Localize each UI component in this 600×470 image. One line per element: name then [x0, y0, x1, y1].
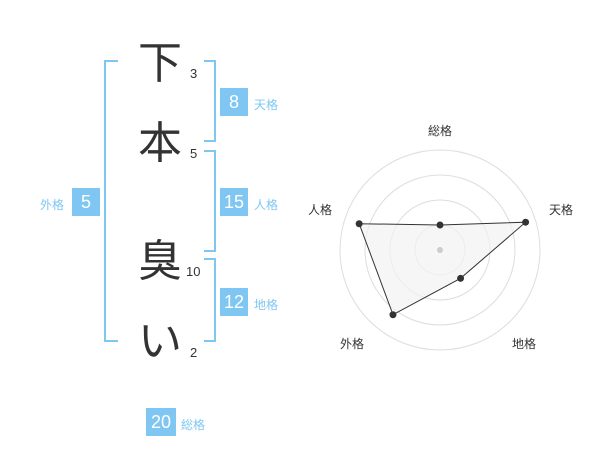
radar-point-2: [457, 274, 465, 282]
stroke-count-3: 10: [186, 264, 201, 279]
radar-point-1: [522, 218, 530, 226]
chikaku-value: 12: [220, 288, 248, 316]
radar-ring-4: [339, 149, 541, 351]
radar-ring-3: [364, 174, 516, 326]
name-char-1: 下: [138, 38, 182, 89]
name-char-3: 臭: [138, 236, 182, 287]
gaikaku-bracket: [104, 60, 118, 342]
jinkaku-value: 15: [220, 188, 248, 216]
stroke-count-2: 5: [190, 146, 198, 161]
name-char-4: い: [138, 316, 182, 367]
radar-axis-label-tenkaku: 天格: [549, 203, 574, 217]
radar-point-3: [389, 311, 397, 319]
radar-series-polygon: [358, 221, 527, 316]
stroke-count-4: 2: [190, 345, 198, 360]
jinkaku-bracket: [204, 150, 216, 252]
radar-axis-label-gaikaku: 外格: [340, 337, 365, 351]
radar-point-4: [355, 220, 363, 228]
gaikaku-value: 5: [72, 188, 100, 216]
tenkaku-bracket: [204, 60, 216, 142]
tenkaku-label: 天格: [254, 98, 279, 112]
radar-center-dot: [437, 247, 443, 253]
name-char-2: 本: [138, 118, 182, 169]
soukaku-value: 20: [146, 408, 176, 436]
radar-axis-label-jinkaku: 人格: [308, 203, 333, 217]
stroke-count-1: 3: [190, 66, 198, 81]
chikaku-bracket: [204, 258, 216, 342]
chikaku-label: 地格: [254, 298, 279, 312]
soukaku-label: 総格: [181, 418, 206, 432]
radar-point-0: [436, 221, 444, 229]
gaikaku-label: 外格: [40, 198, 65, 212]
radar-axis-label-chikaku: 地格: [512, 337, 537, 351]
radar-axis-label-soukaku: 総格: [428, 124, 453, 138]
tenkaku-value: 8: [220, 88, 248, 116]
jinkaku-label: 人格: [254, 198, 279, 212]
